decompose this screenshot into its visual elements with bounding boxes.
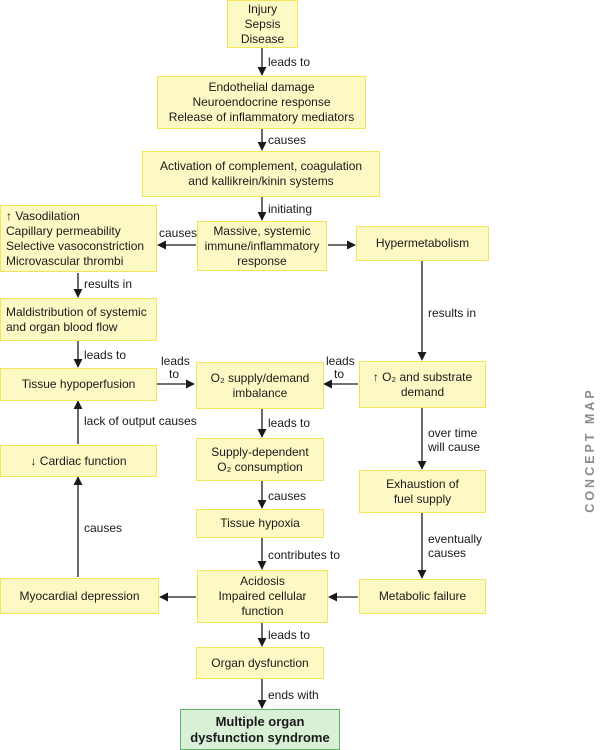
node-exhaustion: Exhaustion of fuel supply xyxy=(359,470,486,513)
edge-label-causes-3: causes xyxy=(84,521,123,535)
node-cardiac: ↓ Cardiac function xyxy=(0,445,157,477)
node-supply-dependent-line-2: O₂ consumption xyxy=(217,459,303,474)
node-o2-supply-line-2: imbalance xyxy=(232,385,288,400)
node-o2-supply: O₂ supply/demand imbalance xyxy=(196,362,324,409)
node-o2-substrate: ↑ O₂ and substrate demand xyxy=(359,361,486,408)
node-maldistribution-line-1: Maldistribution of systemic xyxy=(6,304,147,319)
edge-label-causes-1: causes xyxy=(268,133,307,147)
node-massive-line-3: response xyxy=(237,253,287,268)
node-endothelial: Endothelial damage Neuroendocrine respon… xyxy=(157,76,366,129)
edge-label-leads-to-2: leads to xyxy=(84,348,127,362)
node-injury: Injury Sepsis Disease xyxy=(227,0,298,48)
node-acidosis: Acidosis Impaired cellular function xyxy=(197,570,328,623)
node-supply-dependent: Supply-dependent O₂ consumption xyxy=(196,438,324,481)
node-tissue-hypoxia-line-1: Tissue hypoxia xyxy=(220,516,300,530)
edge-label-leads-mid-1: leads xyxy=(161,354,190,368)
edge-label-eventually-1: eventually xyxy=(428,532,483,546)
node-o2-substrate-line-1: ↑ O₂ and substrate xyxy=(372,369,473,384)
node-acidosis-line-1: Acidosis xyxy=(240,574,285,588)
edge-label-initiating: initiating xyxy=(268,202,313,216)
node-activation: Activation of complement, coagulation an… xyxy=(142,151,380,197)
node-endothelial-line-3: Release of inflammatory mediators xyxy=(168,110,355,124)
edge-label-ends-with: ends with xyxy=(268,688,319,702)
node-myocardial-line-1: Myocardial depression xyxy=(19,588,140,603)
node-mods-line-1: Multiple organ xyxy=(215,713,305,729)
node-tissue-hypoperfusion-line-1: Tissue hypoperfusion xyxy=(21,377,136,391)
node-massive: Massive, systemic immune/inflammatory re… xyxy=(197,221,327,271)
node-endothelial-line-2: Neuroendocrine response xyxy=(192,95,331,109)
node-activation-line-2: and kallikrein/kinin systems xyxy=(188,174,334,188)
node-vasodilation-line-1: ↑ Vasodilation xyxy=(6,208,80,223)
edge-label-to-mid-2: to xyxy=(334,367,345,381)
edge-label-to-mid-1: to xyxy=(169,367,180,381)
node-massive-line-1: Massive, systemic xyxy=(213,223,311,238)
node-massive-line-2: immune/inflammatory xyxy=(204,238,320,253)
edge-label-leads-to-1: leads to xyxy=(268,55,311,69)
node-vasodilation-line-3: Selective vasoconstriction xyxy=(6,238,145,253)
edge-label-contributes-to: contributes to xyxy=(268,548,341,562)
side-title-text: CONCEPT MAP xyxy=(583,387,597,513)
node-maldistribution: Maldistribution of systemic and organ bl… xyxy=(0,298,157,341)
node-o2-supply-line-1: O₂ supply/demand xyxy=(210,370,310,385)
node-tissue-hypoxia: Tissue hypoxia xyxy=(196,509,324,538)
node-maldistribution-line-2: and organ blood flow xyxy=(6,319,118,334)
node-cardiac-line-1: ↓ Cardiac function xyxy=(30,453,127,468)
node-vasodilation-line-4: Microvascular thrombi xyxy=(6,253,124,268)
node-activation-line-1: Activation of complement, coagulation xyxy=(159,159,363,173)
node-acidosis-line-3: function xyxy=(241,604,284,618)
edge-label-lack-of-output: lack of output causes xyxy=(84,414,197,428)
node-metabolic-failure: Metabolic failure xyxy=(359,579,486,614)
node-organ-dysfunction-line-1: Organ dysfunction xyxy=(211,655,309,670)
node-vasodilation: ↑ Vasodilation Capillary permeability Se… xyxy=(0,205,157,272)
edge-label-over-time-1: over time xyxy=(428,426,478,440)
edge-label-causes-left: causes xyxy=(159,226,198,240)
node-injury-line-3: Disease xyxy=(240,31,285,46)
node-hypermetabolism: Hypermetabolism xyxy=(356,226,489,261)
node-exhaustion-line-1: Exhaustion of xyxy=(386,476,459,491)
node-exhaustion-line-2: fuel supply xyxy=(393,491,452,506)
edge-label-eventually-2: causes xyxy=(428,546,467,560)
edge-label-leads-to-4: leads to xyxy=(268,628,311,642)
edge-label-leads-mid-2: leads xyxy=(326,354,355,368)
edge-label-results-in-right: results in xyxy=(428,306,477,320)
node-vasodilation-line-2: Capillary permeability xyxy=(6,223,121,238)
node-o2-substrate-line-2: demand xyxy=(400,384,445,399)
node-endothelial-line-1: Endothelial damage xyxy=(208,80,315,94)
node-myocardial: Myocardial depression xyxy=(0,578,159,614)
node-acidosis-line-2: Impaired cellular xyxy=(218,589,307,603)
edge-label-leads-to-3: leads to xyxy=(268,416,311,430)
node-injury-line-1: Injury xyxy=(247,1,278,16)
edge-label-results-in-left: results in xyxy=(84,277,133,291)
edge-label-causes-2: causes xyxy=(268,489,307,503)
node-mods: Multiple organ dysfunction syndrome xyxy=(180,709,340,750)
node-mods-line-2: dysfunction syndrome xyxy=(190,729,330,745)
node-hypermetabolism-line-1: Hypermetabolism xyxy=(375,236,470,250)
node-supply-dependent-line-1: Supply-dependent xyxy=(211,444,309,459)
node-injury-line-2: Sepsis xyxy=(244,16,281,31)
node-tissue-hypoperfusion: Tissue hypoperfusion xyxy=(0,368,157,401)
node-organ-dysfunction: Organ dysfunction xyxy=(196,647,324,679)
node-metabolic-failure-line-1: Metabolic failure xyxy=(378,589,467,603)
edge-label-over-time-2: will cause xyxy=(428,440,481,454)
